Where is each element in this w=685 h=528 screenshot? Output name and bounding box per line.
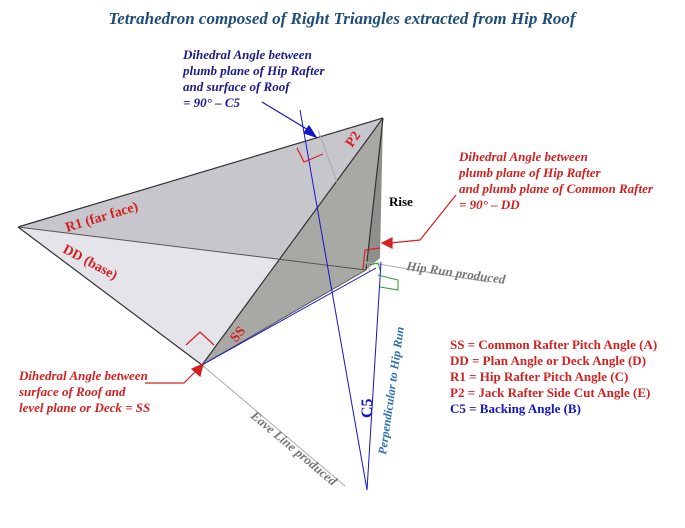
plumb-arrow-line <box>389 194 457 244</box>
annotation-deck-line-2: surface of Roof and <box>18 384 126 399</box>
annotation-backing-line-3: and surface of Roof <box>183 79 291 94</box>
red-mark-rise <box>362 247 381 271</box>
label-hip-run: Hip Run produced <box>405 258 507 287</box>
c5-line-grey <box>317 129 371 273</box>
edge-base-inner <box>17 226 367 271</box>
edge-base-top <box>17 117 384 228</box>
label-c5: C5 <box>359 398 376 418</box>
backing-arrow-line <box>261 101 311 132</box>
annotation-plumb-line-3: and plumb plane of Common Rafter <box>459 181 654 196</box>
far-face <box>18 118 383 270</box>
label-rise: Rise <box>389 194 413 209</box>
annotation-plumb-line-2: plumb plane of Hip Rafter <box>458 165 602 180</box>
annotation-backing-line-2: plumb plane of Hip Rafter <box>182 63 326 78</box>
legend: SS = Common Rafter Pitch Angle (A) DD = … <box>450 337 657 416</box>
label-perpendicular: Perpendicular to Hip Run <box>375 325 407 455</box>
c5-line-left <box>299 109 368 491</box>
annotation-plumb-line-1: Dihedral Angle between <box>458 149 588 164</box>
label-eave: Eave Line produced <box>247 407 340 489</box>
deck-arrow-line <box>145 370 197 384</box>
plumb-arrow-head <box>380 237 393 249</box>
legend-item-ss: SS = Common Rafter Pitch Angle (A) <box>450 337 657 352</box>
hip-run-produced-line <box>365 261 489 283</box>
annotation-deck-line-3: level plane or Deck = SS <box>19 400 150 415</box>
annotation-backing: Dihedral Angle between plumb plane of Hi… <box>182 47 326 110</box>
construction-lines <box>201 129 489 487</box>
backing-arrow-head <box>303 124 318 139</box>
legend-item-p2: P2 = Jack Rafter Side Cut Angle (E) <box>450 385 650 400</box>
ss-tie-line <box>201 267 377 366</box>
tetrahedron <box>17 117 384 366</box>
annotation-deck-line-1: Dihedral Angle between <box>18 368 148 383</box>
annotation-plumb: Dihedral Angle between plumb plane of Hi… <box>458 149 654 212</box>
legend-item-dd: DD = Plan Angle or Deck Angle (D) <box>450 353 646 368</box>
red-mark-p2 <box>296 147 324 163</box>
legend-item-r1: R1 = Hip Rafter Pitch Angle (C) <box>450 369 628 384</box>
annotation-deck: Dihedral Angle between surface of Roof a… <box>18 368 150 415</box>
annotation-plumb-line-4: = 90° – DD <box>459 197 520 212</box>
label-p2: P2 <box>343 129 364 150</box>
annotation-backing-line-1: Dihedral Angle between <box>182 47 312 62</box>
green-right-angle-2 <box>377 274 399 291</box>
deck-arrow-head <box>190 362 204 378</box>
edge-hip <box>201 117 384 366</box>
green-right-angle-1 <box>369 262 381 271</box>
red-mark-ss <box>185 331 215 346</box>
edge-base-right <box>201 269 367 366</box>
edge-rise <box>365 117 384 271</box>
edge-base-left <box>17 226 203 366</box>
annotation-backing-line-4: = 90° – C5 <box>183 95 241 110</box>
diagram-title: Tetrahedron composed of Right Triangles … <box>108 9 578 28</box>
legend-item-c5: C5 = Backing Angle (B) <box>450 401 581 416</box>
eave-line-produced-line <box>201 364 346 487</box>
c5-line-right <box>366 261 382 491</box>
